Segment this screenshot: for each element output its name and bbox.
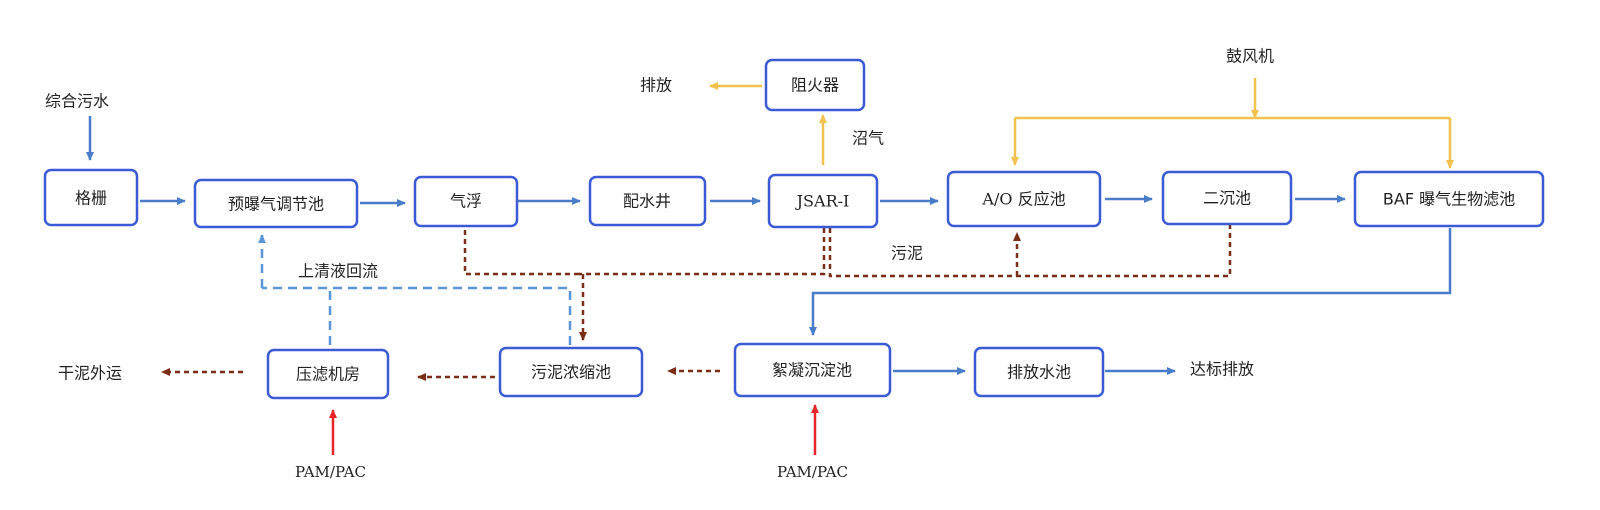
node-secondary-clarifier-label: 二沉池	[1203, 189, 1251, 208]
label-supernatant-return: 上清液回流	[298, 262, 378, 281]
node-filter-press: 压滤机房	[266, 348, 390, 400]
node-coagulation-tank: 絮凝沉淀池	[733, 342, 892, 398]
label-pam-pac-right: PAM/PAC	[777, 463, 848, 481]
node-discharge-pool: 排放水池	[973, 346, 1105, 398]
node-coagulation-tank-label: 絮凝沉淀池	[772, 361, 852, 380]
node-jsar: JSAR-I	[767, 173, 879, 229]
line-thickener-return	[262, 286, 572, 345]
sludge-flow-arrows	[161, 225, 1232, 381]
node-distribution-well-label: 配水井	[623, 192, 671, 211]
node-distribution-well: 配水井	[588, 175, 707, 227]
node-grid-label: 格栅	[75, 189, 107, 208]
node-flotation: 气浮	[413, 175, 519, 228]
node-flotation-label: 气浮	[450, 192, 482, 211]
label-sludge: 污泥	[891, 244, 923, 263]
line-jsar-sludge-left	[578, 228, 826, 276]
node-flame-arrester-label: 阻火器	[791, 76, 839, 95]
node-sludge-thickener-label: 污泥浓缩池	[531, 363, 611, 382]
node-ao-reactor-label: A/O 反应池	[981, 190, 1065, 209]
label-blower: 鼓风机	[1226, 47, 1274, 66]
node-flame-arrester: 阻火器	[764, 58, 866, 112]
water-flow-arrows	[86, 116, 1452, 375]
node-ao-reactor: A/O 反应池	[946, 170, 1102, 228]
arrow-baf-to-coagulation	[809, 228, 1452, 336]
node-pre-aeration-tank: 预曝气调节池	[193, 178, 359, 229]
label-biogas: 沼气	[852, 129, 884, 148]
label-pam-pac-left: PAM/PAC	[295, 463, 366, 481]
chemical-dosing-arrows	[329, 404, 819, 455]
node-baf-label: BAF 曝气生物滤池	[1383, 190, 1515, 209]
node-discharge-pool-label: 排放水池	[1007, 363, 1071, 382]
line-flotation-sludge	[463, 230, 578, 276]
label-compliant-discharge: 达标排放	[1190, 360, 1254, 379]
label-dry-sludge-out: 干泥外运	[58, 364, 122, 383]
gas-flow-arrows	[709, 78, 1454, 169]
label-wastewater-in: 综合污水	[45, 92, 109, 111]
label-discharge-gas: 排放	[640, 76, 672, 95]
node-baf: BAF 曝气生物滤池	[1353, 170, 1545, 228]
line-jsar-sludge-right	[828, 225, 1232, 278]
node-jsar-label: JSAR-I	[795, 192, 850, 211]
supernatant-return-arrows	[258, 234, 572, 345]
node-secondary-clarifier: 二沉池	[1161, 170, 1293, 226]
node-filter-press-label: 压滤机房	[296, 365, 360, 384]
node-pre-aeration-tank-label: 预曝气调节池	[228, 195, 324, 214]
node-sludge-thickener: 污泥浓缩池	[498, 346, 644, 398]
node-grid: 格栅	[43, 168, 139, 227]
